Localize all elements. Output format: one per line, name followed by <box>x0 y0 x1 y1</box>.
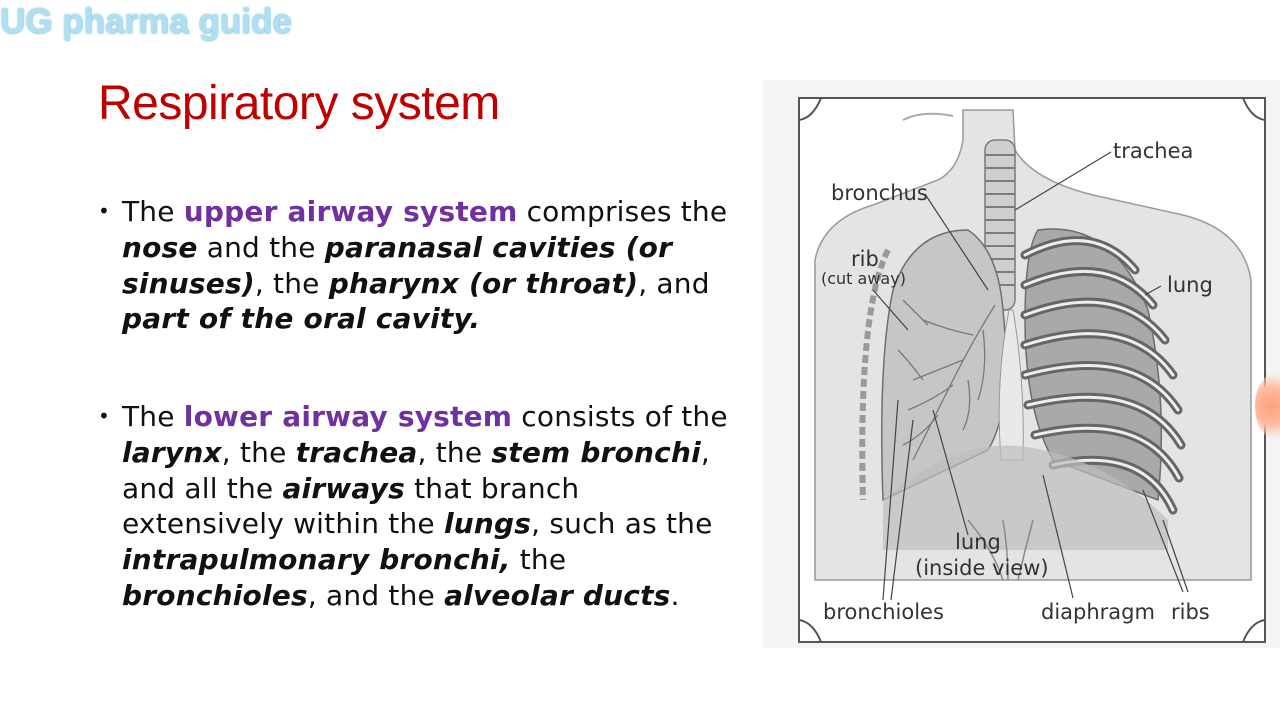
slide-title: Respiratory system <box>98 77 500 130</box>
bullet-upper-airway: • The upper airway system comprises the … <box>98 194 748 337</box>
label-rib: rib <box>851 247 879 271</box>
emphasis-term: part of the oral cavity. <box>122 302 481 336</box>
leader-lines <box>872 151 1189 601</box>
emphasis-term: nose <box>122 230 198 264</box>
emphasis-term: stem bronchi <box>491 435 701 469</box>
text-run: , and the <box>307 578 445 612</box>
respiratory-illustration <box>798 97 1266 643</box>
emphasis-term: alveolar ducts <box>444 578 671 612</box>
label-rib-note: (cut away) <box>821 269 906 288</box>
rib-highlights <box>1023 239 1183 512</box>
bullet-marker: • <box>98 404 110 428</box>
emphasis-term: intrapulmonary bronchi, <box>122 543 511 577</box>
text-run: comprises the <box>517 195 728 228</box>
pointer-highlight-icon <box>1255 373 1280 439</box>
label-trachea: trachea <box>1113 139 1194 163</box>
text-run: , the <box>254 266 329 300</box>
channel-watermark: UG pharma guide <box>0 2 292 41</box>
diagram-frame <box>798 97 1266 643</box>
emphasis-term: larynx <box>122 435 222 469</box>
label-lung-inside-note: (inside view) <box>915 556 1049 580</box>
label-diaphragm: diaphragm <box>1041 600 1155 624</box>
emphasis-term: bronchioles <box>122 578 308 612</box>
emphasis-term: trachea <box>295 435 418 469</box>
emphasis-term: paranasal cavities (or sinuses) <box>122 230 673 300</box>
diaphragm-shape <box>883 445 1168 550</box>
text-run: , the <box>417 435 492 469</box>
highlight-term: upper airway system <box>183 195 518 228</box>
diaphragm-fibers <box>967 519 1034 581</box>
text-run: and the <box>197 230 325 264</box>
bullet-marker: • <box>98 199 110 223</box>
left-lung <box>881 229 1007 502</box>
text-run: . <box>670 578 680 612</box>
label-bronchus: bronchus <box>831 181 928 205</box>
frame-corners <box>798 97 1266 643</box>
label-bronchioles: bronchioles <box>823 600 944 624</box>
text-run: that branch extensively within the <box>122 471 580 541</box>
text-run: The <box>122 195 184 228</box>
highlight-term: lower airway system <box>183 400 513 433</box>
bullet-text: The upper airway system comprises the no… <box>122 194 748 337</box>
cut-rib <box>859 248 891 501</box>
bullet-lower-airway: • The lower airway system consists of th… <box>98 399 748 614</box>
text-run: , and <box>638 266 710 300</box>
emphasis-term: pharynx (or throat) <box>328 266 639 300</box>
text-run: consists of the <box>512 400 728 433</box>
label-lung-inside: lung <box>955 530 1001 554</box>
bronchial-tree <box>897 299 996 461</box>
trachea-rings <box>985 154 1015 286</box>
emphasis-term: airways <box>282 471 405 505</box>
label-ribs: ribs <box>1171 600 1210 624</box>
bullet-text: The lower airway system consists of the … <box>122 399 748 614</box>
label-lung-right: lung <box>1167 273 1213 297</box>
text-run: , the <box>221 435 296 469</box>
chin-outline <box>902 112 954 121</box>
text-run: the <box>510 543 567 577</box>
text-run: , and all the <box>122 435 710 505</box>
respiratory-diagram: trachea bronchus rib (cut away) lung lun… <box>763 80 1280 648</box>
text-run: The <box>122 400 184 433</box>
emphasis-term: lungs <box>443 507 532 541</box>
text-run: , such as the <box>531 507 713 541</box>
